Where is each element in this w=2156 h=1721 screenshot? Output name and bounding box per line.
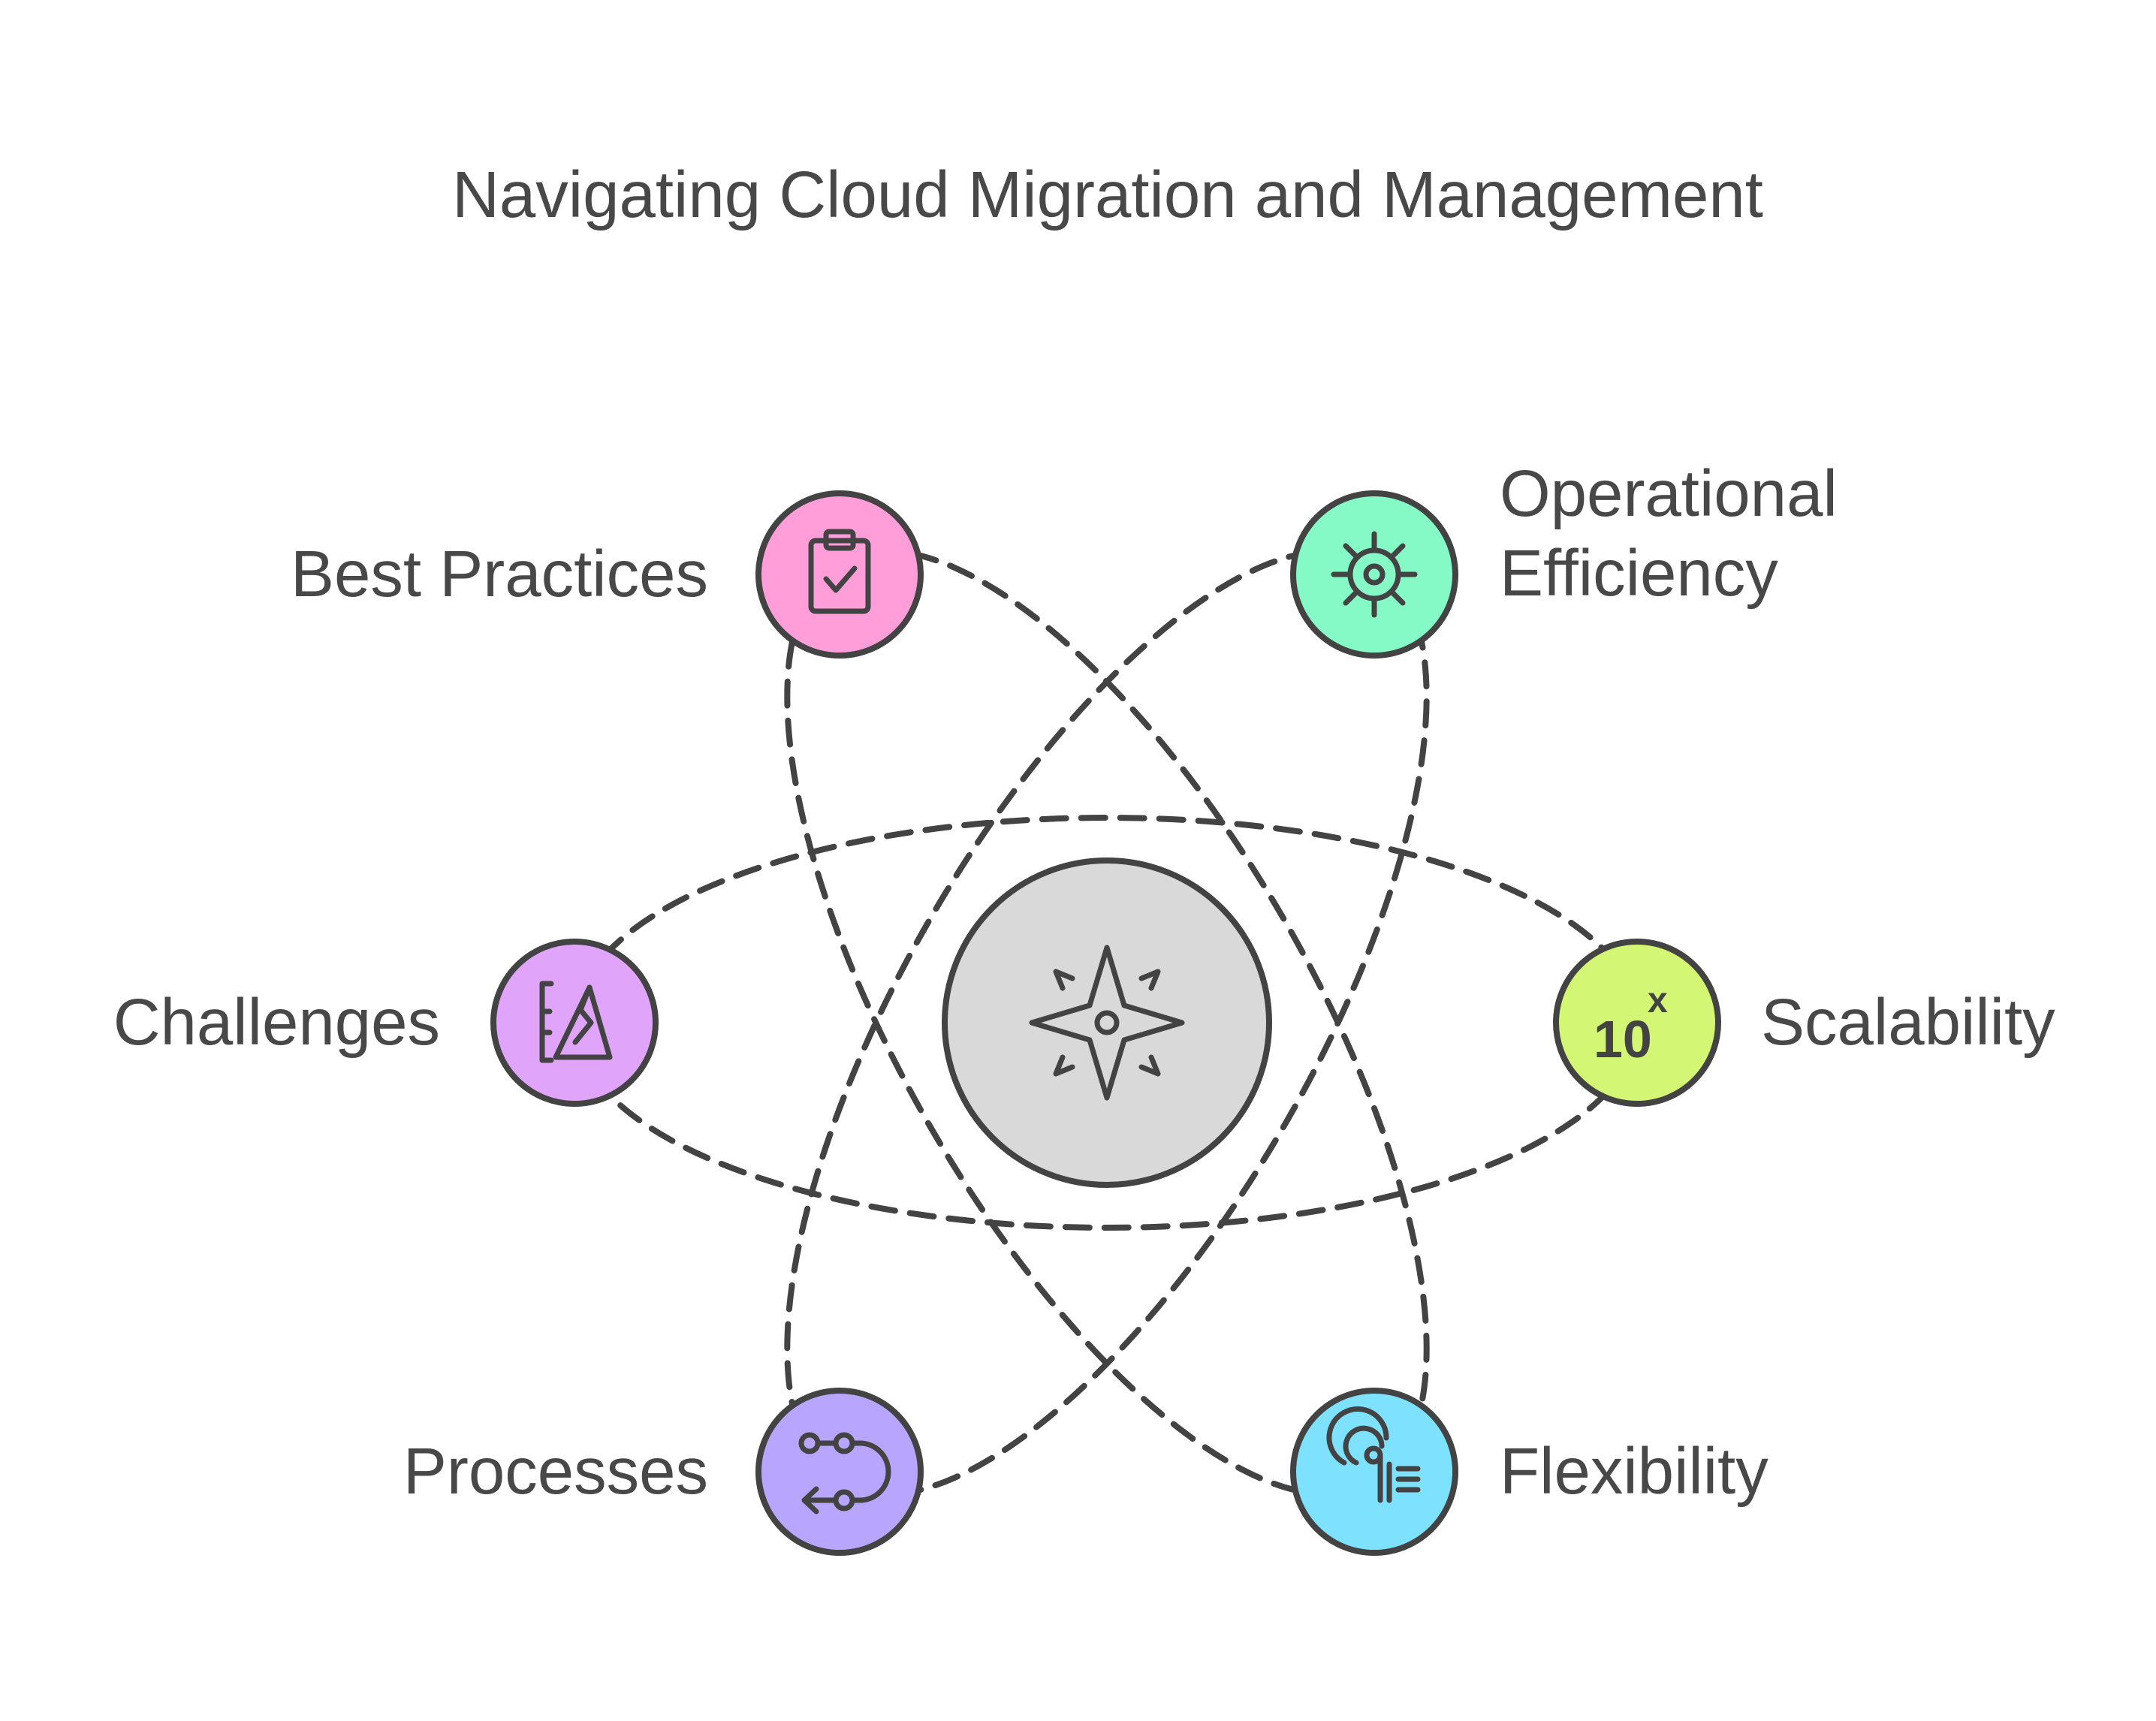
process-flow-icon (798, 1432, 891, 1515)
node-operational-efficiency (1290, 490, 1458, 659)
compass-icon (1029, 945, 1185, 1101)
fingerprint-icon (1326, 1406, 1421, 1503)
clipboard-check-icon (808, 529, 871, 614)
label-operational-efficiency: Operational Efficiency (1500, 454, 1838, 613)
label-best-practices-line-1: Best Practices (290, 538, 708, 610)
label-processes: Processes (403, 1432, 708, 1512)
ten-x-icon: 10 x (1594, 981, 1668, 1068)
label-operational-efficiency-line-2: Efficiency (1500, 537, 1778, 610)
label-flexibility: Flexibility (1500, 1432, 1769, 1512)
label-scalability: Scalability (1761, 983, 2055, 1062)
ten-x-base: 10 (1594, 1010, 1652, 1068)
diagram-title: Navigating Cloud Migration and Managemen… (452, 158, 1763, 231)
label-best-practices: Best Practices (291, 535, 708, 614)
node-flexibility (1290, 1388, 1458, 1556)
label-scalability-line-1: Scalability (1761, 986, 2055, 1059)
label-processes-line-1: Processes (403, 1435, 708, 1508)
node-processes (755, 1388, 924, 1556)
mountain-icon (539, 981, 613, 1063)
gear-icon (1331, 531, 1418, 618)
ten-x-exponent: x (1648, 981, 1668, 1020)
label-operational-efficiency-line-1: Operational (1500, 457, 1838, 530)
center-node (942, 857, 1272, 1188)
label-flexibility-line-1: Flexibility (1500, 1435, 1769, 1508)
node-best-practices (755, 490, 924, 659)
label-challenges-line-1: Challenges (113, 986, 440, 1059)
label-challenges: Challenges (113, 983, 440, 1062)
node-scalability: 10 x (1553, 939, 1721, 1107)
node-challenges (490, 939, 659, 1107)
